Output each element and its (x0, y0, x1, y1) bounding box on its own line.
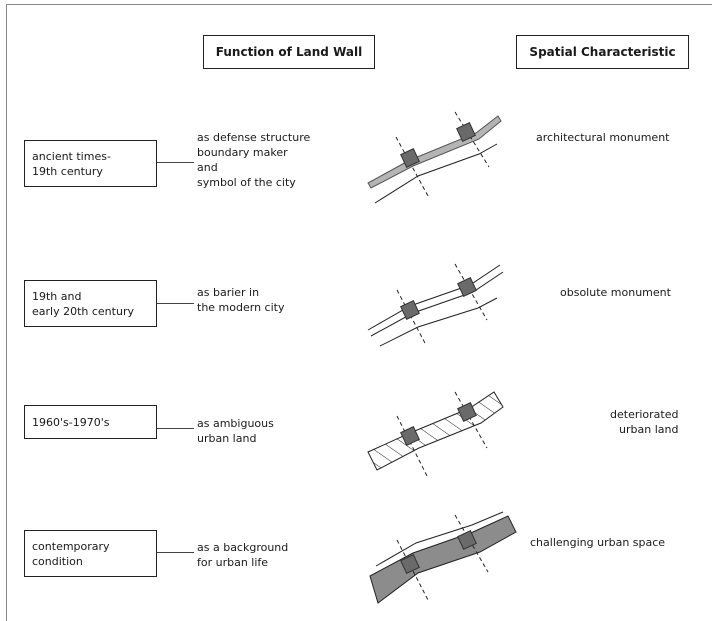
wall-sketch-row-2 (367, 263, 504, 347)
period-box-ancient: ancient times- 19th century (24, 140, 157, 187)
function-text-row-2: as barier in the modern city (197, 286, 285, 314)
wall-sketch-row-3 (367, 391, 504, 477)
header-spatial-characteristic: Spatial Characteristic (516, 35, 689, 69)
function-text-row-1: as defense structure boundary maker and … (197, 131, 311, 189)
period-box-contemporary: contemporary condition (24, 530, 157, 577)
spatial-text-row-4: challenging urban space (530, 536, 666, 549)
wall-sketch-row-4 (369, 511, 517, 604)
connector-line (157, 428, 194, 429)
period-label: contemporary condition (32, 539, 110, 568)
period-box-1960s-1970s: 1960's-1970's (24, 405, 157, 439)
period-box-19th-century: 19th and early 20th century (24, 280, 157, 327)
connector-line (157, 162, 194, 163)
connector-line (157, 303, 194, 304)
wall-sketch-row-1 (367, 111, 502, 204)
period-label: 1960's-1970's (32, 415, 110, 429)
header-function-of-land-wall: Function of Land Wall (203, 35, 375, 69)
function-text-row-4: as a background for urban life (197, 541, 289, 569)
period-label: ancient times- 19th century (32, 149, 111, 178)
connector-line (157, 552, 194, 553)
spatial-text-row-3: deteriorated urban land (610, 408, 679, 436)
function-text-row-3: as ambiguous urban land (197, 417, 274, 445)
diagram-frame (6, 4, 712, 621)
spatial-text-row-2: obsolute monument (560, 286, 671, 299)
period-label: 19th and early 20th century (32, 289, 134, 318)
spatial-text-row-1: architectural monument (536, 131, 670, 144)
